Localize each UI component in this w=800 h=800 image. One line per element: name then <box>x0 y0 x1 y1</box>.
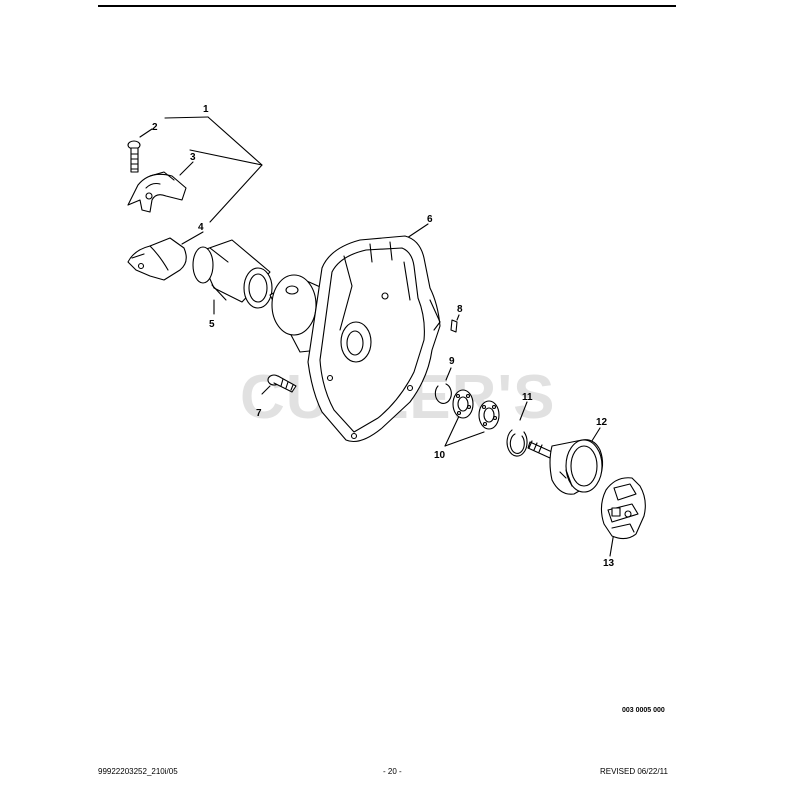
callout-1: 1 <box>203 104 209 115</box>
callout-3: 3 <box>190 152 196 163</box>
part-3-upper-clamp <box>127 161 194 213</box>
part-6-clutch-housing <box>269 223 441 443</box>
footer-document-number: 99922203252_210i/05 <box>98 767 178 776</box>
drawing-id: 003 0005 000 <box>622 707 665 714</box>
part-2-screw <box>127 128 153 173</box>
callout-6: 6 <box>427 214 433 225</box>
part-13-clutch-shoes <box>600 477 646 557</box>
callout-7: 7 <box>256 408 262 419</box>
callout-4: 4 <box>198 222 204 233</box>
part-11-circlip <box>506 401 528 457</box>
callout-1-bracket <box>164 116 263 223</box>
part-7-bolt <box>261 374 297 395</box>
part-12-clutch-drum <box>527 427 604 495</box>
footer-revision-date: REVISED 06/22/11 <box>600 767 668 776</box>
callout-10: 10 <box>434 450 446 461</box>
part-10-bearings <box>444 389 500 447</box>
footer-page-number: - 20 - <box>383 767 402 776</box>
part-4-lower-clamp <box>127 231 204 281</box>
callout-9: 9 <box>449 356 455 367</box>
top-rule <box>98 5 676 7</box>
callout-12: 12 <box>596 417 608 428</box>
callout-13: 13 <box>603 558 615 569</box>
callout-11: 11 <box>522 392 533 403</box>
callout-8: 8 <box>457 304 463 315</box>
callout-5: 5 <box>209 319 215 330</box>
callout-2: 2 <box>152 122 158 133</box>
part-8-pin <box>450 314 460 333</box>
part-5-sleeve <box>192 239 273 315</box>
part-9-snap-ring <box>434 367 452 404</box>
